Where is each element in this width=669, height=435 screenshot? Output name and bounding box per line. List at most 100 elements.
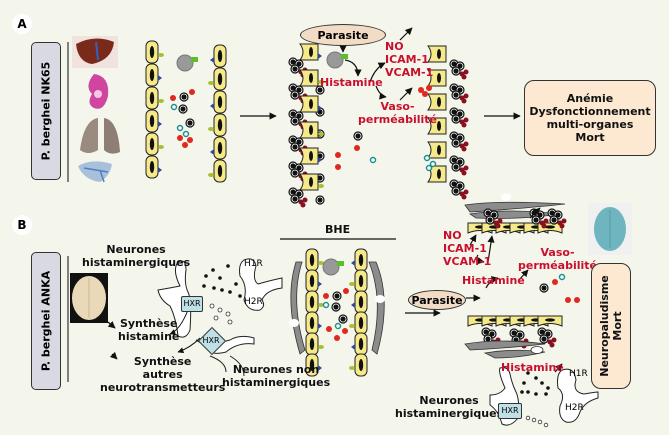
text-line: Neurones [106,243,166,256]
organ-kidney-image [88,74,109,109]
platelet [170,103,178,111]
endothelial-cell [427,141,447,159]
endothelial-cell [213,44,227,68]
text-line: histamine [118,330,180,343]
species-label-anka: P. berghei ANKA [39,270,53,372]
platelet [429,160,437,168]
astrocyte-nucleus [289,319,299,327]
platelet [369,156,377,164]
receptor-oval [158,53,164,57]
platelet [425,164,433,172]
red-blood-cell [182,142,188,148]
endothelial-cell [305,332,319,356]
endothelial-cell [145,63,159,87]
neurotransmitter-dot [212,286,216,290]
neurotransmitter-dot [211,268,215,272]
receptor-triangle [318,323,322,329]
brain-image-healthy [70,273,108,323]
red-blood-cell [334,335,340,341]
receptor-triangle [318,157,322,163]
text-line: Synthèse [119,317,178,330]
platelet [423,154,431,162]
parasite-mass [322,258,340,276]
red-blood-cell [170,95,176,101]
endothelial-cell [213,159,227,183]
receptor-oval [318,261,324,265]
red-blood-cell [565,297,571,303]
receptor-triangle [210,57,214,63]
species-label-nk65: P. berghei NK65 [39,61,53,161]
receptor-triangle [351,344,355,350]
marker-no: NO [443,229,462,242]
receptor-h1r-bottom: H1R [569,369,588,379]
parasite-mass [176,54,194,72]
endothelial-cell [305,290,319,314]
endothelial-cell [354,353,368,377]
markers-a: NO ICAM-1 VCAM-1 [385,40,433,79]
receptor-oval [349,324,355,328]
platelet [176,124,184,132]
receptor-oval [208,81,214,85]
text-line: histaminergiques [82,256,191,269]
leukocyte-cluster [450,60,469,80]
neurotransmitter-dot [228,290,232,294]
vesicle [217,307,223,313]
receptor-h1r: H1R [244,259,263,269]
marker-no: NO [385,40,404,53]
label-neurons-histaminergic-bottom: Neurones histaminergiques [395,394,503,420]
label-synthese-histamine: Synthèse histamine [118,317,179,343]
receptor-oval [318,132,324,136]
vesicle [525,415,531,421]
receptor-hxr-bottom: HXR [498,403,522,419]
parasite-oval-b: Parasite [408,290,466,310]
outcome-box-b: Neuropaludisme Mort [591,263,631,389]
leukocyte-cluster [450,156,469,176]
red-blood-cell [177,135,183,141]
histamine-label-a: Histamine [320,76,383,89]
leukocyte [315,195,325,205]
receptor-hxr-1: HXR [181,296,203,312]
red-blood-cell [187,137,193,143]
receptor-oval [349,282,355,286]
endothelial-cell [299,173,319,191]
platelet [322,301,330,309]
leukocyte-cluster [450,108,469,128]
label-bhe: BHE [325,223,351,236]
receptor-triangle [318,365,322,371]
marker-icam1: ICAM-1 [385,53,429,66]
vesicle [531,417,537,423]
outcome-line: Neuropaludisme [598,275,611,377]
markers-b: NO ICAM-1 VCAM-1 [443,229,491,268]
leukocyte-cluster [450,132,469,152]
receptor-triangle [158,75,162,81]
vesicle [213,315,219,321]
leukocyte [332,291,342,301]
leukocyte-cluster [289,188,308,208]
text-line: histaminergiques [395,407,504,420]
endothelial-cell [145,40,159,64]
receptor-oval [318,184,324,188]
panel-letter-b: B [12,215,32,235]
neurotransmitter-dot [544,392,548,396]
histamine-label-b: Histamine [462,274,525,287]
leukocyte-cluster [450,84,469,104]
receptor-triangle [210,149,214,155]
endothelial-cell [299,43,319,61]
endothelial-cell [299,147,319,165]
neurotransmitter-dot [238,294,242,298]
vesicle [225,311,231,317]
marker-vcam1: VCAM-1 [385,66,434,79]
leukocyte-cluster [450,180,469,200]
parasite-marker [341,54,348,59]
vessel-a-inflamed [289,43,469,208]
vaso-line-1: Vaso- [380,100,415,113]
red-blood-cell [189,89,195,95]
astrocyte-bottom [464,340,546,359]
neurotransmitter-dot [526,371,530,375]
neurotransmitter-dot [540,381,544,385]
endothelial-cell [145,86,159,110]
vaso-line-2: perméabilité [358,113,438,126]
red-blood-cell [552,279,558,285]
text-line: neurotransmetteurs [100,381,226,394]
red-blood-cell [335,152,341,158]
